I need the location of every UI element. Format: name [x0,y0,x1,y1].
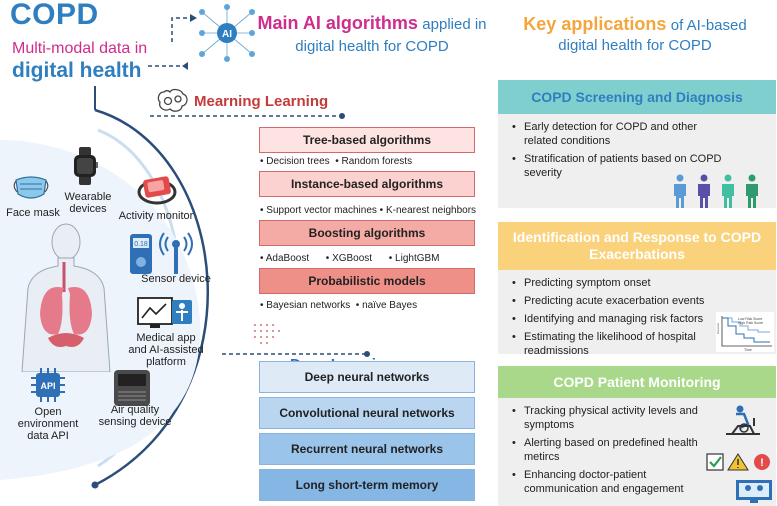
survival-mini-chart: Low Risk Score High Risk Score Survival … [716,312,774,352]
open-env-line-1: Open [34,406,62,418]
sensor-device-icon: 0.18 [130,232,193,274]
face-mask-icon [13,176,49,199]
activity-monitor-icon [137,176,177,205]
open-env-line-2: environment [17,418,79,430]
medical-line-3: platform [146,356,186,368]
list-item: Early detection for COPD and other relat… [512,120,724,148]
cnn-box: Convolutional neural networks [259,397,475,429]
probabilistic-box: Probabilistic models [259,268,475,294]
probabilistic-items: • Bayesian networks • naïve Bayes [260,300,418,311]
list-item: Predicting acute exacerbation events [512,294,724,308]
sensor-readout: 0.18 [134,241,148,248]
app-heading-rest-1: of AI-based [670,17,747,34]
dnn-box: Deep neural networks [259,361,475,393]
air-line-2: sensing device [98,416,172,428]
item-xgboost: XGBoost [332,253,373,264]
item-lightgbm: LightGBM [395,253,440,264]
chart-legend-low: Low Risk Score [738,317,762,321]
dot-grid-icon [254,324,280,344]
ai-heading-rest-2: digital health for COPD [295,38,449,55]
chart-ylabel: Survival [716,323,720,334]
air-quality-label: Air quality sensing device [94,404,176,428]
open-env-label: Open environment data API [8,406,88,442]
rnn-box: Recurrent neural networks [259,433,475,465]
air-quality-device-icon [114,370,150,406]
item-svm: Support vector machines [266,205,377,216]
item-decision-trees: Decision trees [266,156,330,167]
medical-app-icon [137,297,192,328]
screening-list: Early detection for COPD and other relat… [498,114,776,180]
multimodal-line-1: Multi-modal data in [12,40,148,57]
item-knn: K-nearest neighbors [385,205,477,216]
api-chip-label: API [40,381,55,391]
machine-learning-label: Mearning Learning [194,93,329,110]
app-heading-rest-2: digital health for COPD [558,37,712,54]
list-item: Tracking physical activity levels and sy… [512,404,717,432]
panel-monitoring: COPD Patient Monitoring Tracking physica… [498,366,776,506]
monitoring-list: Tracking physical activity levels and sy… [498,398,776,496]
gears-brain-icon [157,88,188,112]
face-mask-label: Face mask [6,207,60,219]
multimodal-line-2: digital health [12,59,142,82]
wearable-line-1: Wearable [64,191,112,203]
medical-line-2: and AI-assisted [128,344,204,356]
instance-based-box: Instance-based algorithms [259,171,475,197]
ai-algorithms-heading: Main AI algorithms applied in digital he… [252,12,492,58]
item-bayesian-networks: Bayesian networks [266,300,351,311]
list-item: Alerting based on predefined health meti… [512,436,717,464]
tree-based-items: • Decision trees • Random forests [260,156,413,167]
open-env-line-3: data API [27,430,69,442]
doctor-screen-icon [736,480,772,503]
panel-exacerbations-title: Identification and Response to COPD Exac… [498,222,776,270]
medical-line-1: Medical app [136,332,196,344]
alert-icons: ! [706,453,770,471]
list-item: Estimating the likelihood of hospital re… [512,330,724,358]
tree-based-box: Tree-based algorithms [259,127,475,153]
list-item: Stratification of patients based on COPD… [512,152,724,180]
applications-heading: Key applications of AI-based digital hea… [500,14,770,56]
alert-exclamation: ! [760,457,764,469]
exercise-bike-icon [726,405,760,435]
list-item: Enhancing doctor-patient communication a… [512,468,717,496]
chart-xlabel: Time [744,348,752,352]
item-adaboost: AdaBoost [265,253,310,264]
list-item: Predicting symptom onset [512,276,724,290]
boosting-box: Boosting algorithms [259,220,475,246]
chart-legend-high: High Risk Score [738,321,763,325]
panel-screening-title: COPD Screening and Diagnosis [498,80,776,114]
ai-heading-rest-1: applied in [422,16,487,33]
wearable-line-2: devices [69,203,107,215]
ai-network-icon: AI [199,4,255,62]
air-line-1: Air quality [110,404,160,416]
panel-monitoring-title: COPD Patient Monitoring [498,366,776,398]
lstm-box: Long short-term memory [259,469,475,501]
smartwatch-icon [74,147,98,185]
exacerbations-list: Predicting symptom onset Predicting acut… [498,270,776,358]
item-naive-bayes: naïve Bayes [362,300,418,311]
wearable-label: Wearable devices [60,191,116,215]
medical-app-label: Medical app and AI-assisted platform [124,332,208,368]
ai-heading-highlight: Main AI algorithms [257,13,418,33]
instance-based-items: • Support vector machines • K-nearest ne… [260,205,477,216]
sensor-device-label: Sensor device [141,273,211,285]
panel-screening: COPD Screening and Diagnosis Early detec… [498,80,776,208]
activity-monitor-label: Activity monitor [118,210,194,222]
human-lungs-icon [21,223,111,372]
item-random-forests: Random forests [341,156,413,167]
copd-title: COPD [10,0,99,31]
ai-chip-label: AI [222,29,232,40]
patients-group-icon [674,174,758,208]
list-item: Identifying and managing risk factors [512,312,724,326]
boosting-items: • AdaBoost • XGBoost • LightGBM [260,253,440,264]
api-chip-icon: API [31,368,65,402]
app-heading-highlight: Key applications [523,14,667,34]
